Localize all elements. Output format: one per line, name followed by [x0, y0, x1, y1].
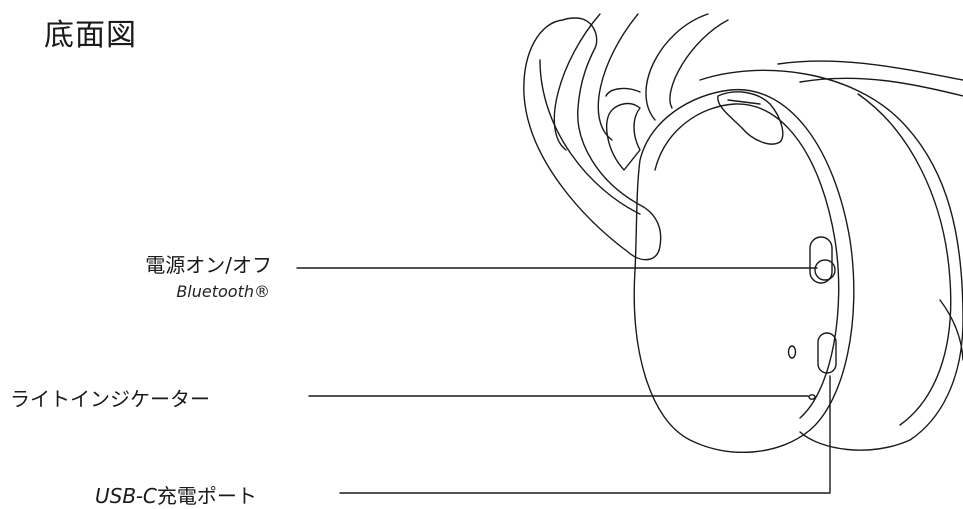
earcup-rear-body [699, 69, 963, 451]
headband-rear-arc [645, 13, 709, 121]
band-top-inner [799, 77, 963, 97]
hinge-yoke [605, 102, 641, 171]
mic-hole [787, 345, 797, 359]
bluetooth-sublabel: Bluetooth® [176, 282, 270, 301]
band-top [777, 60, 963, 81]
light-indicator [808, 394, 816, 400]
earcup-rear-rim [857, 93, 952, 426]
mic-boom-arm [523, 17, 662, 261]
top-slider-control [717, 91, 784, 145]
headband-inner-arc [597, 13, 639, 141]
mic-boom-inner [539, 59, 641, 215]
ear-cushion-inner [654, 103, 840, 419]
headband-rear-arc-2 [669, 19, 729, 109]
diagram-title: 底面図 [44, 18, 137, 53]
usb-leader-line [339, 375, 831, 494]
earcup-side-edge [939, 299, 963, 361]
usb-c-text: USB-C [95, 484, 157, 508]
power-button-label: 電源オン/オフ [145, 253, 272, 277]
hinge-ring [605, 87, 641, 97]
light-indicator-label: ライトインジケーター [10, 387, 210, 411]
usb-c-port-label: USB-C充電ポート [95, 480, 257, 509]
top-slider-groove [727, 99, 761, 105]
headband-outer-arc [553, 13, 601, 151]
charging-port-text: 充電ポート [156, 484, 257, 508]
ear-cushion [633, 89, 855, 454]
power-switch-slot [809, 236, 833, 284]
power-switch-knob [814, 259, 836, 281]
usb-c-port [817, 332, 837, 374]
